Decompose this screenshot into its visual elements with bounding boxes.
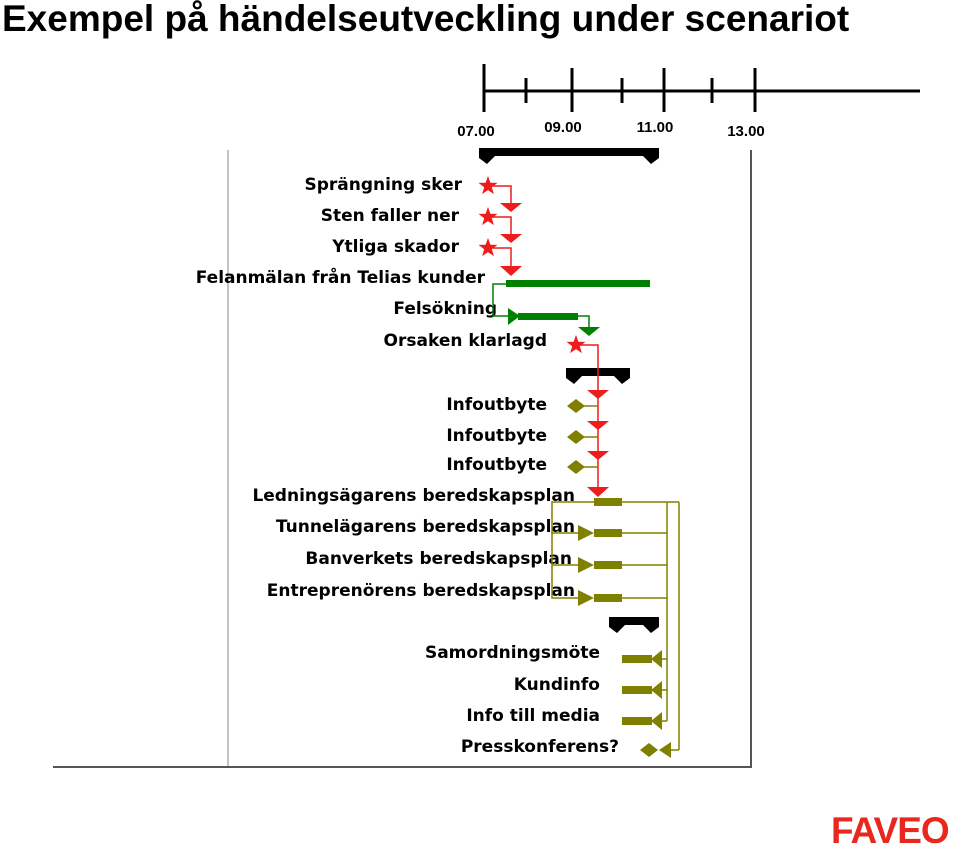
tick-label: 13.00: [727, 123, 765, 140]
task-bar: [594, 529, 622, 537]
red-dependency-lines: [488, 185, 599, 487]
task-label: Infoutbyte: [446, 395, 547, 415]
green-dependency-lines: [492, 283, 590, 327]
chart-frame: [53, 150, 752, 768]
task-bar: [594, 561, 622, 569]
task-label: Infoutbyte: [446, 455, 547, 475]
olive-bars: [594, 498, 652, 725]
task-bar: [622, 655, 652, 663]
star-icon: [478, 207, 498, 226]
task-bar: [594, 594, 622, 602]
task-bar: [506, 280, 650, 287]
olive-dependency-lines: [551, 405, 680, 751]
task-label: Tunnelägarens beredskapsplan: [276, 517, 575, 537]
task-bar: [594, 498, 622, 506]
summary-bar: [479, 148, 659, 164]
task-label: Presskonferens?: [461, 737, 619, 757]
task-label: Felsökning: [393, 299, 497, 319]
task-label: Entreprenörens beredskapsplan: [267, 581, 575, 601]
task-label: Sprängning sker: [304, 175, 462, 195]
olive-tasks: [551, 399, 680, 758]
task-label: Infoutbyte: [446, 426, 547, 446]
task-label: Sten faller ner: [321, 206, 460, 226]
green-arrowheads: [508, 308, 600, 336]
task-bar: [622, 686, 652, 694]
star-icon: [478, 238, 498, 257]
tick-label: 11.00: [637, 119, 674, 136]
task-label: Samordningsmöte: [425, 643, 600, 663]
summary-bar: [609, 617, 659, 633]
task-bar: [622, 717, 652, 725]
task-labels: Sprängning sker Sten faller ner Ytliga s…: [196, 175, 619, 757]
task-label: Info till media: [466, 706, 600, 726]
star-icon: [566, 335, 586, 354]
task-label: Ledningsägarens beredskapsplan: [252, 486, 575, 506]
diamond-icon-group: [567, 399, 658, 757]
task-bar: [518, 313, 578, 320]
task-label: Banverkets beredskapsplan: [305, 549, 572, 569]
task-label: Orsaken klarlagd: [384, 331, 547, 351]
diamond-icon: [567, 430, 585, 444]
page-title: Exempel på händelseutveckling under scen…: [2, 0, 850, 39]
faveo-logo: FAVEO: [831, 810, 949, 851]
red-arrowheads: [500, 203, 609, 497]
olive-arrowheads: [578, 525, 671, 758]
diamond-icon: [567, 460, 585, 474]
diamond-icon: [567, 399, 585, 413]
star-icon: [478, 176, 498, 195]
tick-label: 09.00: [544, 119, 582, 136]
timeline: 07.00 09.00 11.00 13.00: [457, 64, 920, 140]
tick-label: 07.00: [457, 123, 495, 140]
green-tasks: [492, 280, 650, 336]
diamond-icon: [640, 743, 658, 757]
task-label: Kundinfo: [514, 675, 600, 695]
red-chain: [478, 176, 609, 497]
star-icon-group: [478, 176, 586, 354]
task-label: Felanmälan från Telias kunder: [196, 266, 486, 288]
task-label: Ytliga skador: [331, 237, 459, 257]
